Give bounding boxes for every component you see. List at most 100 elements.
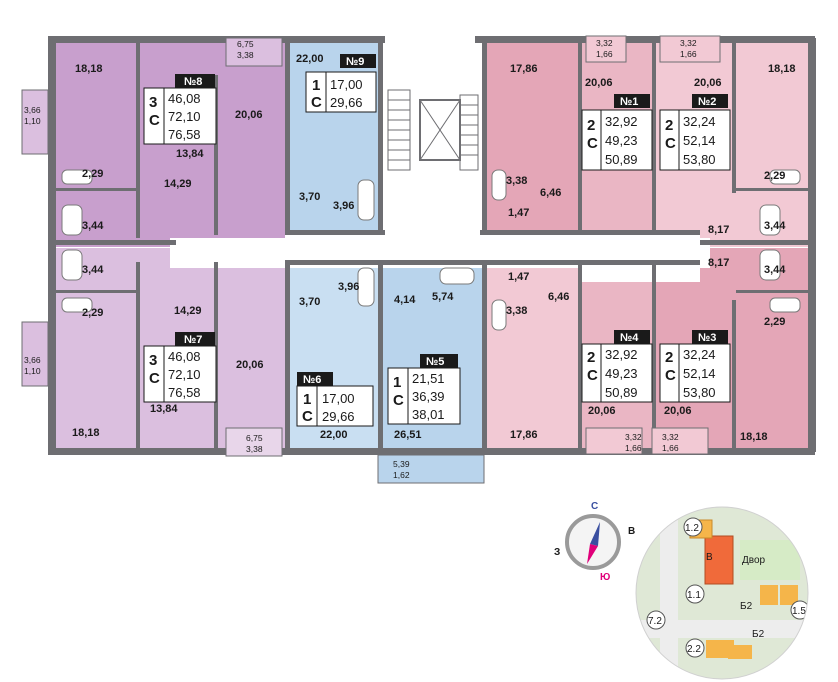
room-area: 14,29 bbox=[164, 178, 192, 190]
balcony-area: 3,32 bbox=[625, 432, 642, 442]
living-area: 17,00 bbox=[330, 77, 363, 92]
room-area: 8,17 bbox=[708, 224, 729, 236]
room-count: 3 bbox=[149, 352, 157, 369]
room-area: 1,47 bbox=[508, 271, 529, 283]
apartment-type: С bbox=[302, 408, 313, 425]
apartment-card-6[interactable]: №6 1 С 17,00 29,66 bbox=[296, 372, 374, 427]
apartment-number: №1 bbox=[620, 96, 638, 108]
balcony-area-reduced: 3,38 bbox=[237, 50, 254, 60]
living-area: 46,08 bbox=[168, 349, 201, 364]
location-map[interactable]: 1.2 1.1 1.5 7.2 2.2 Б2 Б2 В Двор bbox=[636, 507, 809, 679]
room-area: 2,29 bbox=[82, 168, 103, 180]
balcony-area-reduced: 3,38 bbox=[246, 444, 263, 454]
balcony-area-reduced: 1,66 bbox=[625, 443, 642, 453]
room-area: 20,06 bbox=[694, 77, 722, 89]
room-area: 6,46 bbox=[540, 187, 561, 199]
total-area: 49,23 bbox=[605, 366, 638, 381]
compass-south-needle-icon bbox=[587, 544, 598, 564]
area-with-balcony: 53,80 bbox=[683, 385, 716, 400]
compass-north-needle-icon bbox=[590, 522, 600, 546]
room-area: 18,18 bbox=[75, 63, 103, 75]
compass-east-label: В bbox=[628, 526, 635, 537]
total-area: 29,66 bbox=[330, 95, 363, 110]
room-area: 17,86 bbox=[510, 429, 538, 441]
apartment-card-1[interactable]: №1 2 С 32,92 49,23 50,89 bbox=[581, 94, 653, 171]
living-area: 32,92 bbox=[605, 114, 638, 129]
room-area: 22,00 bbox=[320, 429, 348, 441]
apartment-card-4[interactable]: №4 2 С 32,92 49,23 50,89 bbox=[581, 330, 653, 403]
map-section-label: Б2 bbox=[740, 601, 753, 612]
current-building-marker bbox=[704, 535, 734, 585]
apartment-card-2[interactable]: №2 2 С 32,24 52,14 53,80 bbox=[659, 94, 731, 171]
room-count: 1 bbox=[312, 77, 320, 94]
living-area: 46,08 bbox=[168, 91, 201, 106]
stair-core bbox=[387, 89, 479, 171]
room-area: 4,14 bbox=[394, 294, 416, 306]
room-area: 8,17 bbox=[708, 257, 729, 269]
location-map-border bbox=[635, 506, 809, 680]
area-with-balcony: 76,58 bbox=[168, 127, 201, 142]
apartment-card-5[interactable]: №5 1 С 21,51 36,39 38,01 bbox=[387, 354, 461, 425]
room-area: 18,18 bbox=[72, 427, 100, 439]
room-area: 3,44 bbox=[82, 264, 104, 276]
room-count: 1 bbox=[303, 391, 311, 408]
room-area: 3,44 bbox=[82, 220, 104, 232]
apartment-card-8[interactable]: №8 3 С 46,08 72,10 76,58 bbox=[143, 74, 217, 145]
compass: С В Ю З bbox=[554, 501, 635, 583]
apartment-card-7[interactable]: №7 3 С 46,08 72,10 76,58 bbox=[143, 332, 217, 403]
room-area: 18,18 bbox=[740, 431, 768, 443]
room-area: 3,38 bbox=[506, 175, 527, 187]
balcony-area-reduced: 1,10 bbox=[24, 366, 41, 376]
balcony-area-reduced: 1,66 bbox=[680, 49, 697, 59]
room-area: 3,70 bbox=[299, 191, 320, 203]
room-area: 20,06 bbox=[585, 77, 613, 89]
map-section-letter: В bbox=[706, 552, 713, 563]
living-area: 32,24 bbox=[683, 347, 716, 362]
area-with-balcony: 53,80 bbox=[683, 152, 716, 167]
balcony-area-reduced: 1,66 bbox=[596, 49, 613, 59]
total-area: 72,10 bbox=[168, 109, 201, 124]
balcony-area: 5,39 bbox=[393, 459, 410, 469]
room-area: 3,96 bbox=[338, 281, 359, 293]
room-area: 2,29 bbox=[82, 307, 103, 319]
room-area: 20,06 bbox=[664, 405, 692, 417]
apartment-type: С bbox=[311, 94, 322, 111]
map-yard-label: Двор bbox=[742, 555, 766, 566]
room-area: 22,00 bbox=[296, 53, 324, 65]
apartment-number: №8 bbox=[184, 76, 202, 88]
room-count: 1 bbox=[393, 374, 401, 391]
apartment-type: С bbox=[665, 367, 676, 384]
living-area: 17,00 bbox=[322, 391, 355, 406]
area-with-balcony: 76,58 bbox=[168, 385, 201, 400]
balcony-area: 3,66 bbox=[24, 105, 41, 115]
bathroom-fixtures bbox=[61, 169, 801, 331]
living-area: 32,24 bbox=[683, 114, 716, 129]
total-area: 36,39 bbox=[412, 389, 445, 404]
balcony-area: 3,32 bbox=[596, 38, 613, 48]
area-with-balcony: 50,89 bbox=[605, 152, 638, 167]
walls bbox=[48, 36, 816, 455]
room-area: 2,29 bbox=[764, 170, 785, 182]
total-area: 72,10 bbox=[168, 367, 201, 382]
apartment-card-9[interactable]: №9 1 С 17,00 29,66 bbox=[305, 54, 377, 113]
balcony-area-reduced: 1,10 bbox=[24, 116, 41, 126]
compass-south-label: Ю bbox=[600, 572, 610, 583]
compass-west-label: З bbox=[554, 547, 560, 558]
room-area: 1,47 bbox=[508, 207, 529, 219]
room-count: 3 bbox=[149, 94, 157, 111]
total-area: 29,66 bbox=[322, 409, 355, 424]
room-area: 6,46 bbox=[548, 291, 569, 303]
apartment-number: №4 bbox=[620, 332, 639, 344]
apartment-type: С bbox=[393, 392, 404, 409]
total-area: 52,14 bbox=[683, 133, 716, 148]
room-area: 20,06 bbox=[588, 405, 616, 417]
balcony-area: 3,32 bbox=[662, 432, 679, 442]
apartment-card-3[interactable]: №3 2 С 32,24 52,14 53,80 bbox=[659, 330, 731, 403]
balcony-area-reduced: 1,62 bbox=[393, 470, 410, 480]
map-building-label: 1.1 bbox=[687, 590, 701, 601]
apartment-number: №5 bbox=[426, 356, 444, 368]
map-building-label: 1.2 bbox=[685, 523, 699, 534]
apartment-type: С bbox=[587, 367, 598, 384]
living-area: 21,51 bbox=[412, 371, 445, 386]
